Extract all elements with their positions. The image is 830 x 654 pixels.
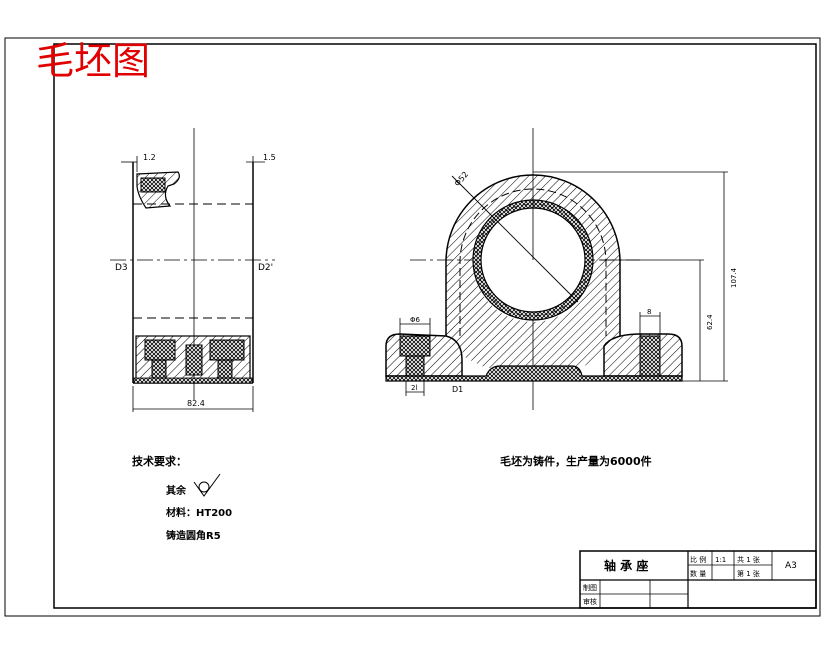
dim-bottom: 82.4 xyxy=(187,399,205,408)
tech-req-item-1: 其余 xyxy=(166,484,187,497)
roughness-symbol-icon xyxy=(193,473,221,497)
sheet-size: A3 xyxy=(785,561,797,571)
tech-req-item-2: 材料：HT200 xyxy=(166,506,232,519)
dim-top-left: 1.2 xyxy=(143,153,156,162)
part-name: 轴 承 座 xyxy=(604,558,648,573)
ratio-value: 1:1 xyxy=(715,556,726,564)
drawn-label: 制图 xyxy=(583,583,597,592)
quantity-label: 数 量 xyxy=(690,569,706,578)
dim-diameter: Φ52 xyxy=(453,170,470,188)
dim-top-right: 1.5 xyxy=(263,153,276,162)
dim-bottom-left: 2l xyxy=(411,384,417,392)
title-block xyxy=(579,550,817,609)
label-d1: D1 xyxy=(452,385,463,394)
tech-req-heading: 技术要求： xyxy=(132,454,187,468)
outer-border xyxy=(4,37,821,617)
dim-left-boss: Φ6 xyxy=(410,316,421,324)
sheet-label: 第 1 张 xyxy=(737,569,760,578)
note-main: 毛坯为铸件，生产量为6000件 xyxy=(500,454,652,468)
inner-border xyxy=(53,43,817,609)
ratio-label: 比 例 xyxy=(690,555,706,564)
label-d3: D3 xyxy=(115,263,128,273)
drawing-title: 毛坯图 xyxy=(36,39,150,83)
side-view: 1.2 1.5 D3 D2' 82.4 xyxy=(110,128,276,412)
front-view: Φ52 Φ6 2l D1 8 107.4 62.4 xyxy=(385,128,738,410)
dim-center-height: 62.4 xyxy=(706,314,714,330)
label-d2: D2' xyxy=(258,263,273,273)
count-label: 共 1 张 xyxy=(737,555,760,564)
checked-label: 审核 xyxy=(583,597,597,606)
dim-right-boss: 8 xyxy=(647,308,651,316)
dim-total-height: 107.4 xyxy=(730,267,738,288)
tech-req-item-3: 铸造圆角R5 xyxy=(166,529,221,542)
